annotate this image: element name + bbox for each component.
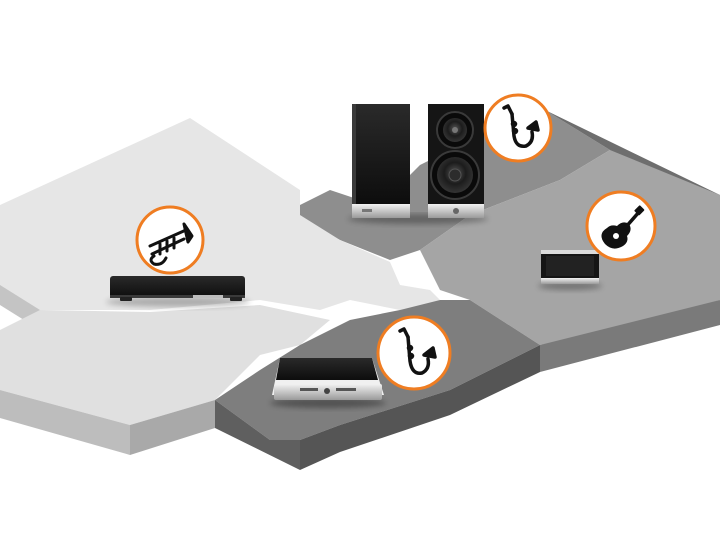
portable-speaker — [538, 250, 602, 290]
guitar-icon — [601, 205, 645, 249]
tile-mid-right — [420, 150, 720, 372]
saxophone-badge-top — [483, 93, 553, 163]
saxophone-icon — [502, 104, 540, 149]
bookshelf-speaker-pair — [348, 104, 488, 224]
saxophone-icon — [398, 327, 437, 375]
wireless-speaker — [270, 358, 386, 408]
guitar-badge — [585, 190, 657, 262]
bookshelf-speaker-right — [428, 104, 484, 218]
saxophone-badge-bottom — [376, 315, 452, 391]
bookshelf-speaker-left — [352, 104, 410, 218]
trumpet-badge — [135, 205, 205, 275]
soundbar — [106, 276, 250, 307]
trumpet-icon — [148, 222, 194, 266]
tile-light-bottom — [0, 305, 330, 455]
